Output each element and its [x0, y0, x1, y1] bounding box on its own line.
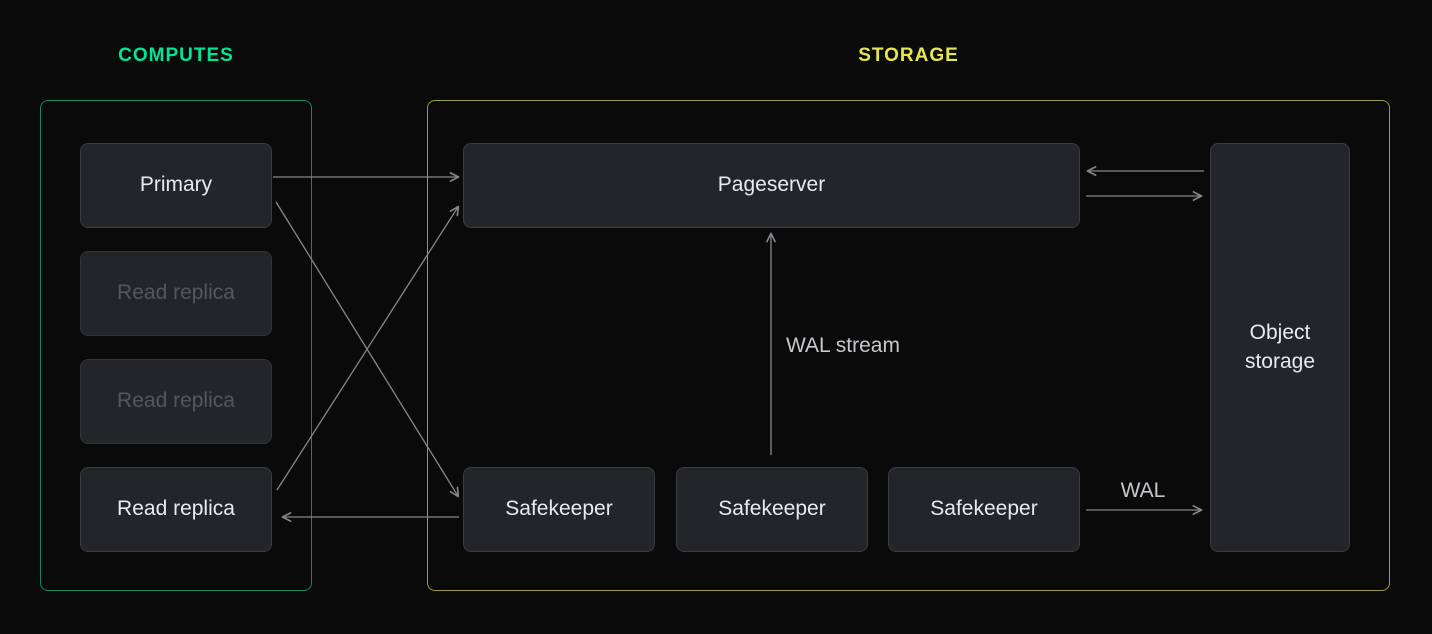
wal-stream-label: WAL stream: [786, 334, 900, 357]
safekeeper-node-1: Safekeeper: [463, 467, 655, 552]
storage-section-title: STORAGE: [858, 45, 959, 66]
pageserver-node: Pageserver: [463, 143, 1080, 228]
safekeeper-node-3: Safekeeper: [888, 467, 1080, 552]
safekeeper-node-2: Safekeeper: [676, 467, 868, 552]
object-storage-node: Object storage: [1210, 143, 1350, 552]
primary-node: Primary: [80, 143, 272, 228]
read-replica-node-1: Read replica: [80, 251, 272, 336]
wal-label: WAL: [1120, 479, 1166, 502]
read-replica-node-3: Read replica: [80, 467, 272, 552]
read-replica-node-2: Read replica: [80, 359, 272, 444]
computes-section-title: COMPUTES: [118, 45, 234, 66]
